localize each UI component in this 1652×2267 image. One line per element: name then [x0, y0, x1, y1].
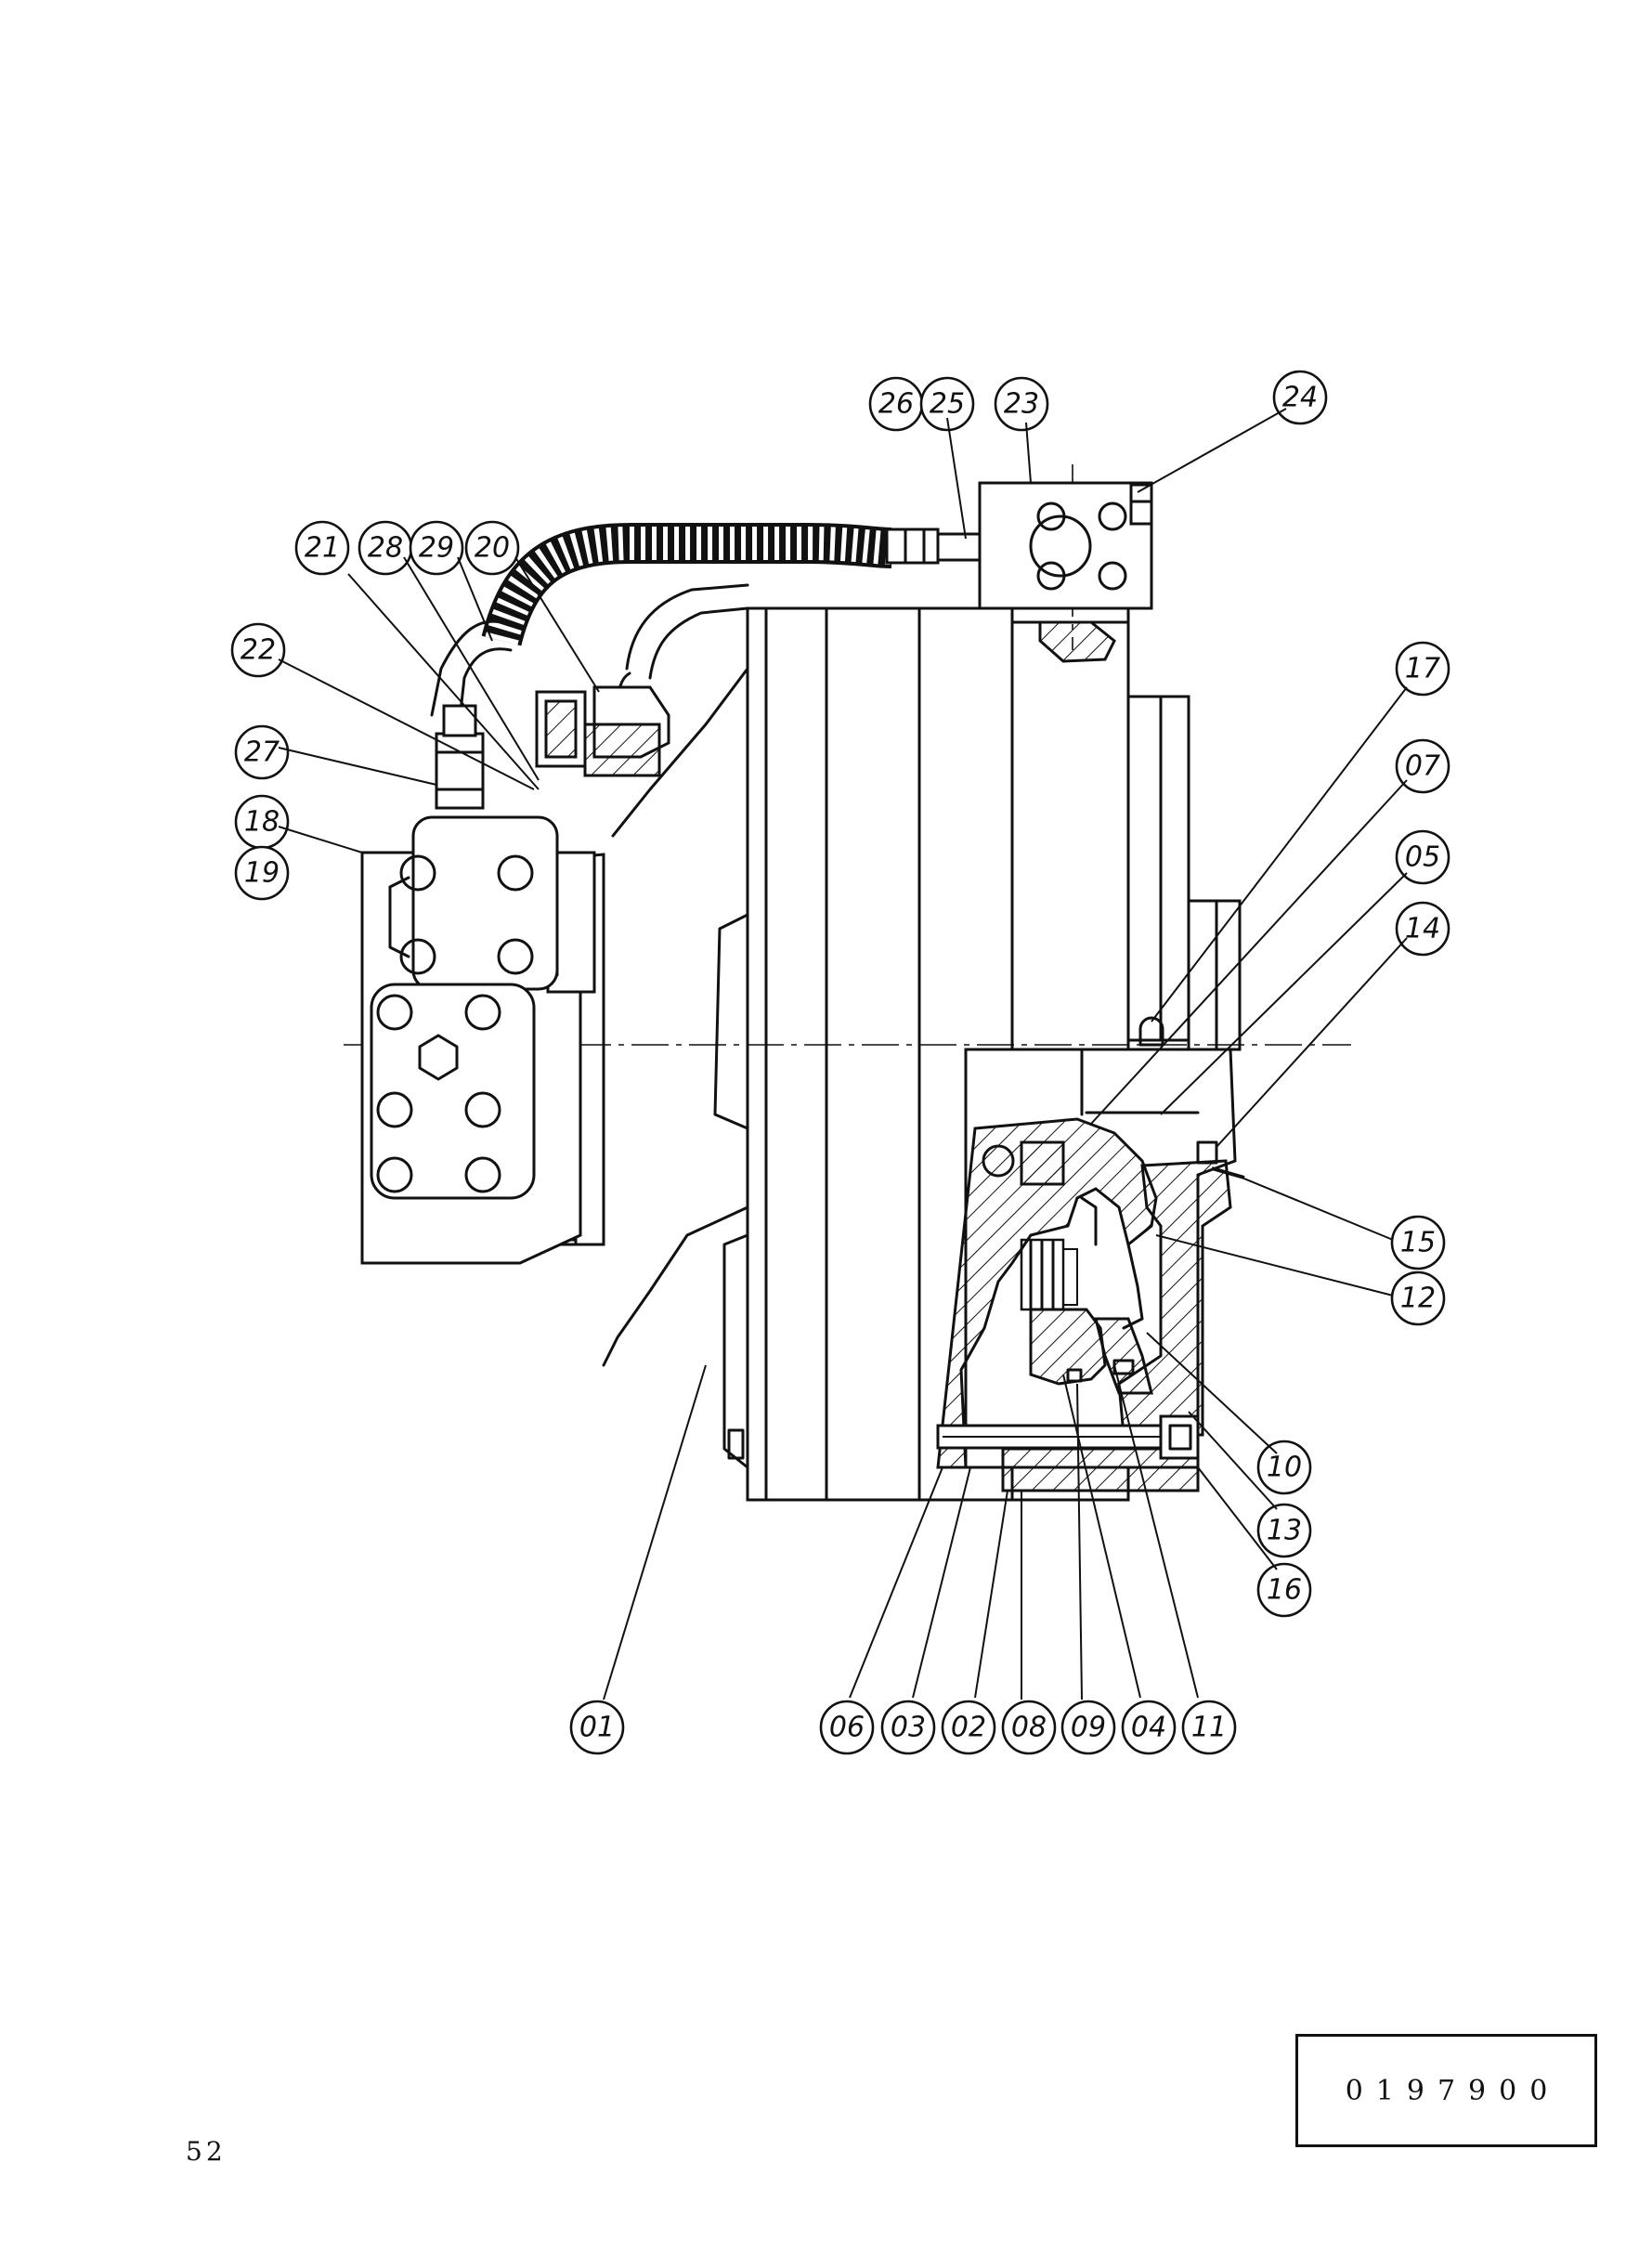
part-callout-07: 07 [1395, 738, 1450, 794]
part-callout-09: 09 [1060, 1700, 1116, 1755]
leader-lines [278, 408, 1408, 1700]
part-callout-14: 14 [1395, 901, 1450, 957]
part-callout-21: 21 [294, 520, 350, 576]
sectioned-gear-housing [936, 1016, 1245, 1492]
part-callout-label: 16 [1267, 1574, 1302, 1607]
part-callouts: 21 28 29 20 22 27 18 19 26 25 23 24 17 07 05 14 15 12 10 13… [230, 370, 1450, 1755]
part-callout-04: 04 [1121, 1700, 1177, 1755]
part-callout-29: 29 [409, 520, 464, 576]
part-callout-05: 05 [1395, 829, 1450, 885]
part-callout-label: 26 [878, 388, 914, 421]
part-callout-label: 21 [305, 532, 340, 565]
part-callout-06: 06 [819, 1700, 875, 1755]
part-callout-11: 11 [1181, 1700, 1237, 1755]
part-callout-23: 23 [994, 376, 1049, 432]
part-callout-label: 15 [1400, 1227, 1436, 1259]
part-callout-label: 01 [579, 1712, 615, 1744]
part-callout-19: 19 [234, 845, 290, 901]
part-callout-02: 02 [941, 1700, 996, 1755]
part-callout-08: 08 [1001, 1700, 1057, 1755]
part-callout-label: 13 [1267, 1515, 1302, 1547]
part-callout-label: 24 [1282, 382, 1318, 414]
top-manifold-block [978, 481, 1153, 610]
part-callout-label: 22 [241, 634, 276, 667]
part-callout-01: 01 [569, 1700, 625, 1755]
page-number: 52 [186, 2136, 227, 2167]
part-callout-15: 15 [1390, 1215, 1446, 1270]
part-callout-label: 14 [1405, 913, 1440, 945]
part-callout-label: 11 [1191, 1712, 1227, 1744]
part-callout-label: 27 [244, 736, 280, 769]
part-callout-label: 08 [1011, 1712, 1047, 1744]
part-callout-label: 05 [1405, 841, 1440, 874]
part-callout-10: 10 [1256, 1440, 1312, 1495]
part-callout-label: 02 [951, 1712, 986, 1744]
part-callout-label: 23 [1004, 388, 1039, 421]
part-callout-18: 18 [234, 794, 290, 850]
drawing-number: 0197900 [1345, 2074, 1561, 2107]
part-callout-label: 07 [1405, 750, 1440, 783]
part-callout-label: 25 [930, 388, 965, 421]
part-callout-label: 17 [1405, 653, 1440, 685]
part-callout-label: 12 [1400, 1283, 1436, 1315]
part-callout-16: 16 [1256, 1562, 1312, 1618]
part-callout-17: 17 [1395, 641, 1450, 697]
part-callout-26: 26 [868, 376, 924, 432]
drawing-number-box: 0197900 [1295, 2034, 1597, 2147]
part-callout-27: 27 [234, 724, 290, 780]
part-callout-label: 29 [419, 532, 454, 565]
part-callout-label: 03 [891, 1712, 926, 1744]
part-callout-label: 10 [1267, 1452, 1302, 1484]
part-callout-label: 04 [1131, 1712, 1166, 1744]
part-callout-12: 12 [1390, 1270, 1446, 1326]
part-callout-20: 20 [464, 520, 520, 576]
part-callout-03: 03 [880, 1700, 936, 1755]
part-callout-22: 22 [230, 622, 286, 678]
left-valve-block [360, 704, 596, 1265]
part-callout-24: 24 [1272, 370, 1328, 425]
part-callout-label: 09 [1071, 1712, 1106, 1744]
part-callout-label: 20 [475, 532, 510, 565]
part-callout-label: 28 [368, 532, 403, 565]
hydraulic-hose [430, 523, 982, 777]
part-callout-28: 28 [358, 520, 413, 576]
part-callout-label: 18 [244, 806, 280, 839]
part-callout-25: 25 [919, 376, 975, 432]
part-callout-label: 19 [244, 857, 280, 890]
part-callout-13: 13 [1256, 1503, 1312, 1558]
part-callout-label: 06 [829, 1712, 865, 1744]
